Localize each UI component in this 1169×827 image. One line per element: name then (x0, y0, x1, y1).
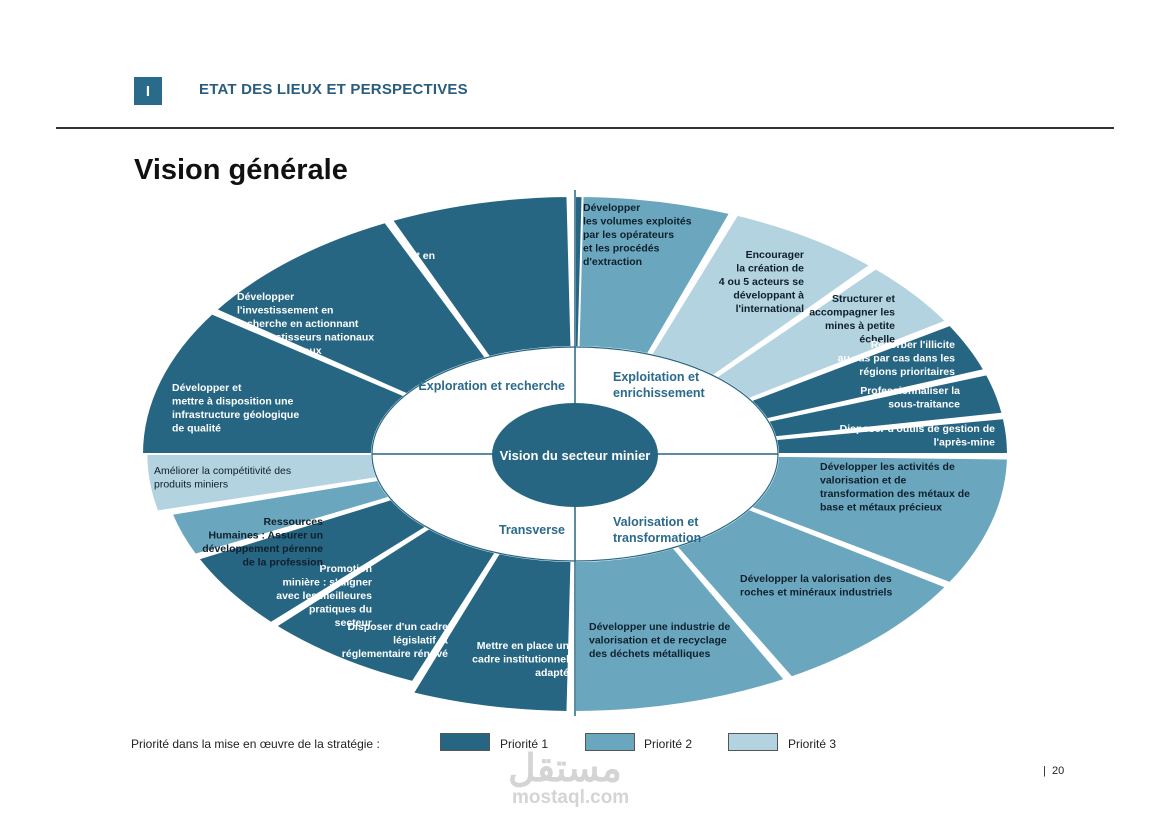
watermark-arabic: مستقل (508, 748, 622, 790)
page-number: | 20 (1043, 765, 1065, 777)
page-title: Vision générale (134, 154, 348, 186)
quadrant-q1: Exploration et recherche (418, 379, 565, 393)
center-label: Vision du secteur minier (500, 448, 651, 463)
legend-swatch-priority-3 (728, 733, 778, 751)
legend-swatch-priority-2 (585, 733, 635, 751)
page-number-value: 20 (1051, 765, 1065, 777)
section-number-box: I (134, 77, 162, 105)
legend-label: Priorité dans la mise en œuvre de la str… (131, 737, 380, 751)
watermark-latin: mostaql.com (512, 787, 630, 808)
header-divider (56, 127, 1114, 129)
legend-text-priority-2: Priorité 2 (644, 737, 693, 751)
quadrant-q3: Transverse (499, 523, 565, 537)
legend-swatch-priority-1 (440, 733, 490, 751)
section-title: ETAT DES LIEUX ET PERSPECTIVES (199, 81, 468, 98)
center-ellipse (492, 403, 658, 507)
legend-text-priority-3: Priorité 3 (788, 737, 837, 751)
legend-text-priority-1: Priorité 1 (500, 737, 549, 751)
